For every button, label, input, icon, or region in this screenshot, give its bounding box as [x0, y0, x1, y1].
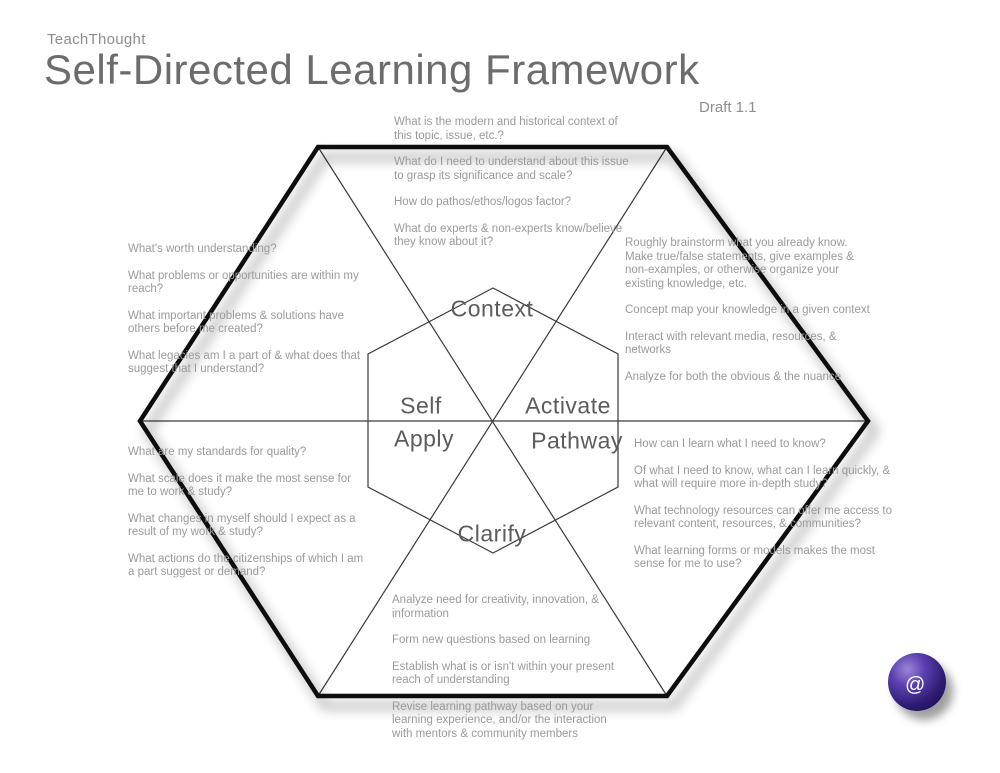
question-item: Revise learning pathway based on your le…	[392, 700, 607, 740]
hex-label-pathway: Pathway	[531, 427, 623, 454]
question-block-upper-right: Roughly brainstorm what you already know…	[625, 237, 870, 397]
question-item: What's worth understanding?	[128, 243, 277, 255]
question-item: What are my standards for quality?	[128, 446, 307, 458]
question-item: What learning forms or models makes the …	[634, 544, 875, 571]
hex-label-self: Self	[400, 392, 442, 419]
draft-version-label: Draft 1.1	[699, 99, 757, 116]
hexagon-diagonals	[140, 146, 868, 697]
hex-label-apply: Apply	[393, 425, 455, 452]
question-block-lower-left: What are my standards for quality? What …	[128, 446, 368, 593]
question-item: Concept map your knowledge in a given co…	[625, 304, 870, 316]
question-item: What important problems & solutions have…	[128, 309, 345, 336]
page-title: Self-Directed Learning Framework	[44, 46, 700, 93]
hex-label-clarify: Clarify	[457, 520, 527, 547]
question-item: What problems or opportunities are withi…	[128, 269, 359, 296]
brand-text: TeachThought	[47, 31, 146, 48]
question-item: What do I need to understand about this …	[394, 156, 629, 182]
question-block-lower-right: How can I learn what I need to know? Of …	[634, 438, 906, 585]
question-item: Of what I need to know, what can I learn…	[634, 464, 891, 491]
hex-label-context: Context	[450, 295, 534, 322]
question-item: What changes in myself should I expect a…	[128, 512, 356, 539]
at-symbol-icon: @	[905, 674, 926, 696]
question-item: Interact with relevant media, resources,…	[625, 330, 837, 357]
question-item: Analyze need for creativity, innovation,…	[392, 594, 599, 620]
question-item: What technology resources can offer me a…	[634, 504, 893, 531]
question-block-upper-left: What's worth understanding? What problem…	[128, 243, 376, 390]
hex-label-activate: Activate	[525, 392, 611, 419]
outer-hexagon	[137, 144, 871, 699]
question-item: Analyze for both the obvious & the nuanc…	[625, 370, 842, 383]
question-item: Establish what is or isn't within your p…	[392, 660, 615, 687]
question-block-bottom-center: Analyze need for creativity, innovation,…	[392, 594, 620, 754]
question-item: Roughly brainstorm what you already know…	[625, 237, 854, 290]
question-item: What actions do the citizenships of whic…	[128, 552, 364, 579]
teachthought-sphere-logo: @	[888, 653, 946, 711]
question-item: What legacies am I a part of & what does…	[128, 349, 361, 376]
question-item: What is the modern and historical contex…	[394, 116, 618, 142]
question-block-top-center: What is the modern and historical contex…	[394, 116, 632, 263]
question-item: Form new questions based on learning	[392, 634, 591, 646]
question-item: What scale does it make the most sense f…	[128, 472, 352, 499]
question-item: What do experts & non-experts know/belie…	[394, 222, 623, 249]
inner-hexagon	[367, 287, 619, 554]
question-item: How do pathos/ethos/logos factor?	[394, 196, 572, 208]
question-item: How can I learn what I need to know?	[634, 438, 826, 450]
